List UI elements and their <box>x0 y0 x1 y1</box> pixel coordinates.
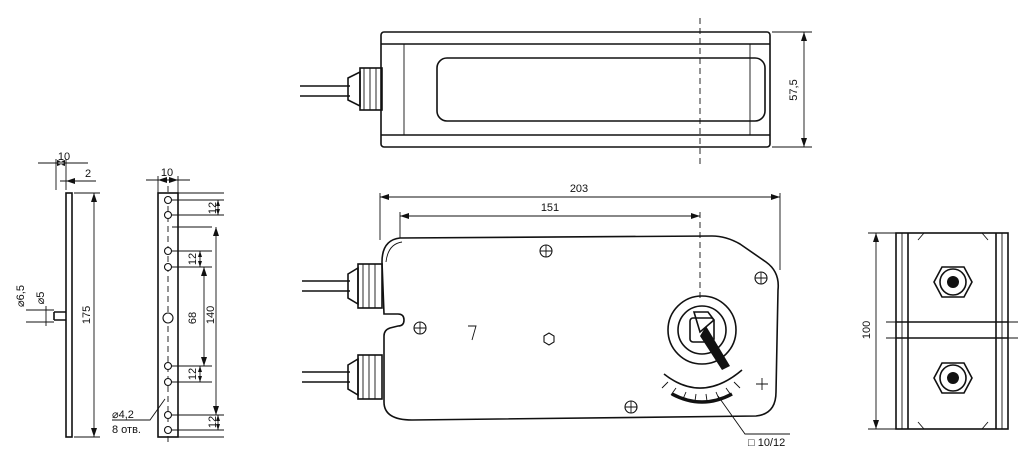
dim-pin-outer: ⌀6,5 <box>15 285 27 307</box>
side-body <box>895 232 1009 430</box>
top-body <box>380 31 771 148</box>
bracket-hole <box>163 410 173 420</box>
lever-mark <box>468 325 477 341</box>
dim-center-span: 68 <box>187 312 199 324</box>
dim-top-height: 57,5 <box>788 79 800 100</box>
bracket-center-hole <box>162 312 174 324</box>
cable-gland-icon <box>347 67 383 111</box>
dim-bracket-width: 10 <box>58 151 70 163</box>
bracket-plate <box>65 192 73 438</box>
top-window <box>436 57 766 122</box>
bracket-hole <box>163 246 173 256</box>
bracket-hole <box>163 377 173 387</box>
hex-nut-icon <box>933 266 973 298</box>
bracket-hole <box>163 210 173 220</box>
top-view: 57,5 <box>300 18 812 165</box>
dim-bracket-thickness: 2 <box>85 168 91 180</box>
dim-total-length: 203 <box>570 183 588 195</box>
plus-mark <box>756 378 768 390</box>
screw-icon <box>413 321 427 335</box>
dim-side-height: 100 <box>861 321 873 339</box>
bracket-hole <box>163 425 173 435</box>
hex-nut-icon <box>543 332 555 346</box>
screw-icon <box>754 271 768 285</box>
bracket-front-view: 10 12 12 68 140 12 <box>112 167 224 444</box>
hex-nut-icon <box>933 362 973 394</box>
dim-axis-offset: 151 <box>541 202 559 214</box>
front-cable-lower <box>302 371 350 383</box>
dim-pitch-b: 12 <box>187 253 199 265</box>
cable-gland-icon <box>347 263 383 309</box>
dim-front-width: 10 <box>161 167 173 179</box>
bracket-side-view: 10 2 ⌀6,5 ⌀5 175 <box>15 151 100 438</box>
dim-pitch-d: 12 <box>207 416 219 428</box>
dim-shaft-square: □ 10/12 <box>748 437 785 449</box>
shaft-clamp-icon <box>661 295 743 404</box>
bracket-pin <box>53 311 66 321</box>
side-view: 100 <box>861 232 1018 430</box>
dim-total-span: 140 <box>205 306 217 324</box>
cable-gland-icon <box>347 354 383 400</box>
front-housing <box>381 235 780 421</box>
dim-pitch-a: 12 <box>207 202 219 214</box>
screw-icon <box>624 400 638 414</box>
front-view: 203 151 <box>302 183 790 449</box>
bracket-hole <box>163 195 173 205</box>
front-cable-upper <box>302 280 350 292</box>
dim-holes-count: 8 отв. <box>112 424 141 436</box>
dim-pin-inner: ⌀5 <box>35 292 47 305</box>
bracket-hole <box>163 262 173 272</box>
dim-holes-dia: ⌀4,2 <box>112 409 134 421</box>
dim-pitch-c: 12 <box>187 368 199 380</box>
bracket-hole <box>163 361 173 371</box>
dim-bracket-height: 175 <box>81 306 93 324</box>
screw-icon <box>539 244 553 258</box>
top-cable <box>300 85 350 97</box>
